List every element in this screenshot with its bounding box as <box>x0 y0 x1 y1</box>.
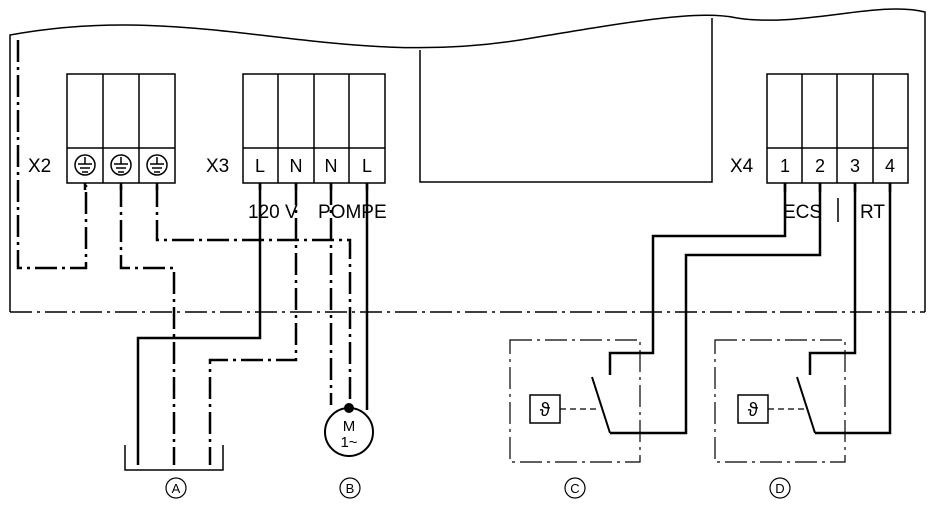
dhw-thermostat: ϑ <box>509 339 641 463</box>
callout-a: A <box>165 477 187 499</box>
power-supply-connector <box>124 445 224 471</box>
terminal-block-x3 <box>242 73 386 184</box>
callout-b: B <box>339 477 361 499</box>
ground-symbol-icon <box>110 154 132 176</box>
display-panel <box>419 18 713 183</box>
sensor-symbol-icon: ϑ <box>540 400 551 421</box>
x3-label: X3 <box>206 156 229 177</box>
supply-line-l <box>136 183 262 465</box>
callout-d: D <box>769 477 791 499</box>
x3-terminal-n-pump: N <box>325 156 338 176</box>
x3-terminal-n: N <box>290 156 303 176</box>
x4-terminal-4: 4 <box>885 156 895 176</box>
x4-terminal-3: 3 <box>850 156 860 176</box>
x3-terminal-l-pump: L <box>362 156 372 176</box>
terminal-block-x4 <box>766 73 909 184</box>
dhw-label: ECS <box>783 202 822 223</box>
svg-text:A: A <box>172 481 181 496</box>
svg-text:C: C <box>570 481 579 496</box>
earth-wire-2 <box>155 185 352 410</box>
x2-terminal-3: ⏚ <box>157 176 158 179</box>
ground-symbol-icon <box>146 154 168 176</box>
x2-label: X2 <box>28 156 51 177</box>
x4-label: X4 <box>730 156 754 177</box>
motor-label-phase: 1~ <box>340 434 357 451</box>
voltage-label: 120 V <box>248 202 298 223</box>
chassis-earth-line <box>16 40 88 270</box>
pump-motor: M 1~ <box>324 403 374 457</box>
rt-wire-2 <box>815 183 892 435</box>
room-thermostat-label: RT <box>860 202 885 223</box>
x4-terminal-1: 1 <box>780 156 790 176</box>
motor-label-m: M <box>343 418 356 435</box>
x2-terminal-2: ⏚ <box>121 176 122 179</box>
svg-text:D: D <box>775 481 784 496</box>
rt-wire-1 <box>808 183 857 375</box>
control-housing-outline <box>9 8 926 312</box>
dhw-wire-1 <box>608 183 787 375</box>
dhw-wire-2 <box>610 183 822 435</box>
ground-symbol-icon <box>74 154 96 176</box>
sensor-symbol-icon: ϑ <box>748 400 759 421</box>
svg-text:B: B <box>346 481 355 496</box>
room-thermostat: ϑ <box>714 339 846 463</box>
x3-terminal-l: L <box>255 156 265 176</box>
pump-label: POMPE <box>318 202 387 223</box>
supply-line-n <box>208 183 298 465</box>
x4-terminal-2: 2 <box>815 156 825 176</box>
x2-terminal-1: ⏚ <box>85 176 86 179</box>
callout-c: C <box>564 477 586 499</box>
terminal-block-x2 <box>66 73 176 184</box>
earth-wire-1 <box>119 185 176 465</box>
